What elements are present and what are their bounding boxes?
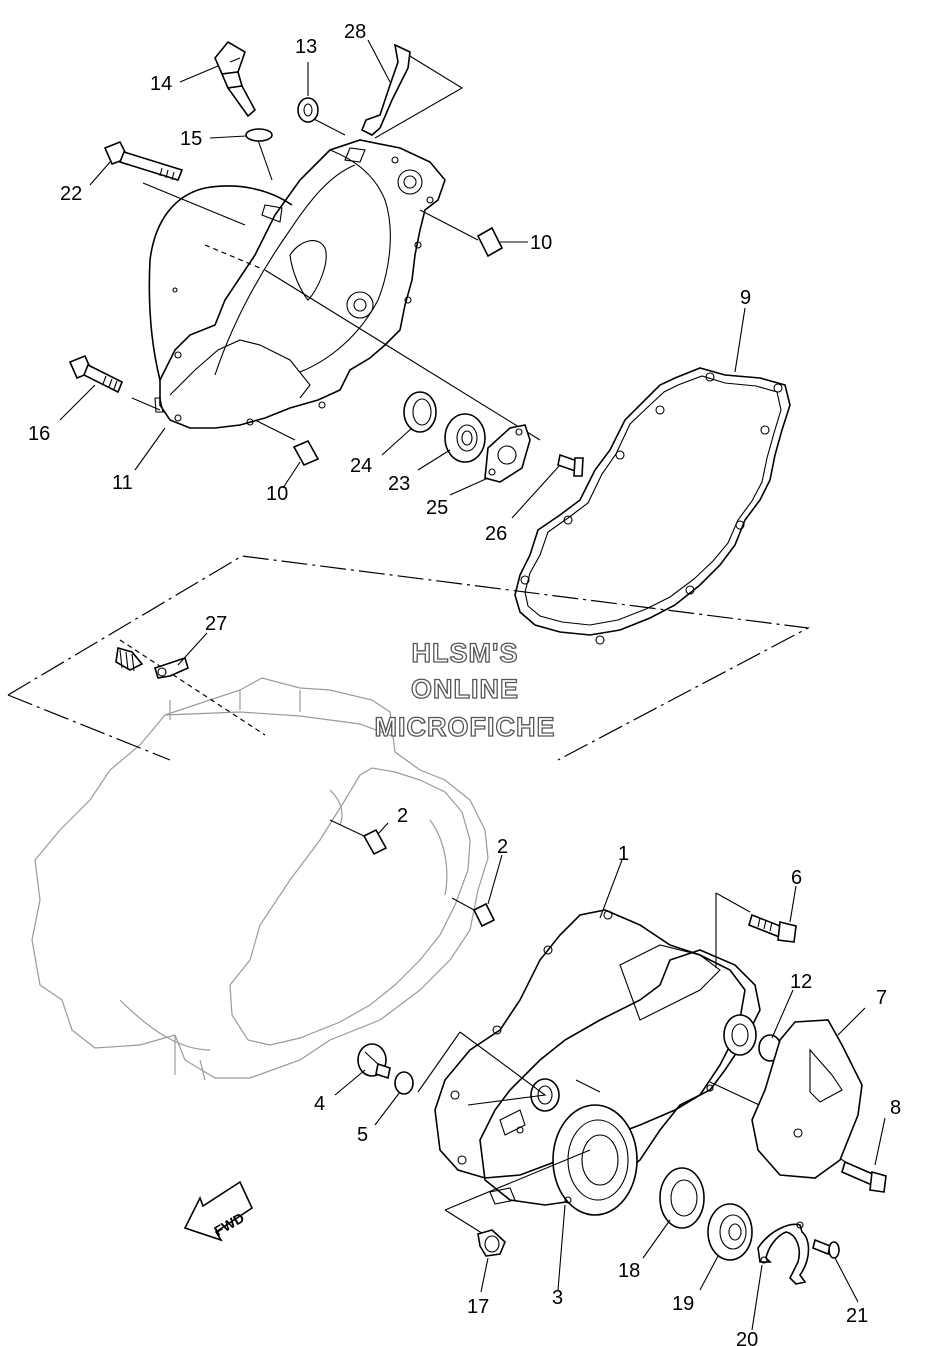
callout-numbers: 14 13 28 15 22 10 9 16 11 10 24 23 25 26… [28, 21, 901, 1346]
watermark-line-1: HLSM'S [412, 638, 519, 668]
callout-7: 7 [876, 987, 887, 1009]
part-23-bearing [444, 413, 486, 463]
callout-13: 13 [295, 36, 317, 58]
callout-19: 19 [672, 1293, 694, 1315]
callout-24: 24 [350, 455, 372, 477]
callout-16: 16 [28, 423, 50, 445]
callout-11: 11 [112, 472, 133, 494]
watermark-line-3: MICROFICHE [375, 712, 556, 742]
callout-8: 8 [890, 1097, 901, 1119]
part-20-retainer [757, 1221, 810, 1285]
part-10-dowel-lower [292, 439, 320, 467]
callout-18: 18 [618, 1260, 640, 1282]
part-10-dowel-upper [476, 226, 504, 258]
part-8-bolt [841, 1160, 887, 1193]
callout-12: 12 [790, 971, 812, 993]
part-21-screw [812, 1238, 840, 1259]
callout-leaders [59, 39, 886, 1331]
callout-4: 4 [314, 1093, 325, 1115]
part-7-cover-guard [751, 1019, 863, 1179]
part-4-plug [357, 1043, 391, 1080]
outer-clutch-cover [148, 139, 446, 429]
part-16-bolt [68, 354, 124, 394]
callout-5: 5 [357, 1124, 368, 1146]
forward-direction-arrow: FWD [183, 1180, 254, 1242]
callout-17: 17 [467, 1296, 489, 1318]
crankcase-ghost-outline [31, 677, 489, 1081]
callout-21: 21 [846, 1305, 868, 1327]
part-26-screw [557, 453, 584, 477]
part-14-oil-filler-cap [214, 40, 257, 118]
part-28-bracket [360, 43, 411, 136]
callout-9: 9 [740, 287, 751, 309]
part-27-clamp [115, 646, 189, 679]
part-24-oil-seal [403, 391, 437, 433]
part-5-o-ring [394, 1071, 414, 1095]
part-6-bolt [748, 913, 797, 943]
callout-3: 3 [552, 1287, 563, 1309]
part-17-bolt [477, 1229, 506, 1257]
watermark-line-2: ONLINE [411, 674, 519, 704]
callout-1: 1 [618, 843, 629, 865]
upper-assembly-lines [119, 49, 541, 736]
callout-28: 28 [344, 21, 366, 43]
callout-25: 25 [426, 497, 448, 519]
part-18-bearing [659, 1167, 705, 1229]
callout-15: 15 [180, 128, 202, 150]
part-25-retainer-plate [484, 424, 531, 483]
part-22-bolt [103, 140, 184, 181]
part-2-dowel-a [362, 828, 388, 856]
watermark: HLSM'S ONLINE MICROFICHE [374, 637, 556, 742]
callout-2-a: 2 [397, 805, 408, 827]
part-9-gasket [514, 367, 791, 645]
callout-2-b: 2 [497, 836, 508, 858]
part-13-damper [297, 97, 319, 123]
part-19-oil-seal [707, 1203, 753, 1261]
callout-10-upper: 10 [530, 232, 552, 254]
part-15-o-ring [245, 128, 273, 142]
callout-10-lower: 10 [266, 483, 288, 505]
callout-6: 6 [791, 867, 802, 889]
callout-23: 23 [388, 473, 410, 495]
callout-27: 27 [205, 613, 227, 635]
callout-20: 20 [736, 1329, 758, 1346]
part-2-dowel-b [472, 902, 496, 928]
callout-22: 22 [60, 183, 82, 205]
callout-26: 26 [485, 523, 507, 545]
callout-14: 14 [150, 73, 172, 95]
